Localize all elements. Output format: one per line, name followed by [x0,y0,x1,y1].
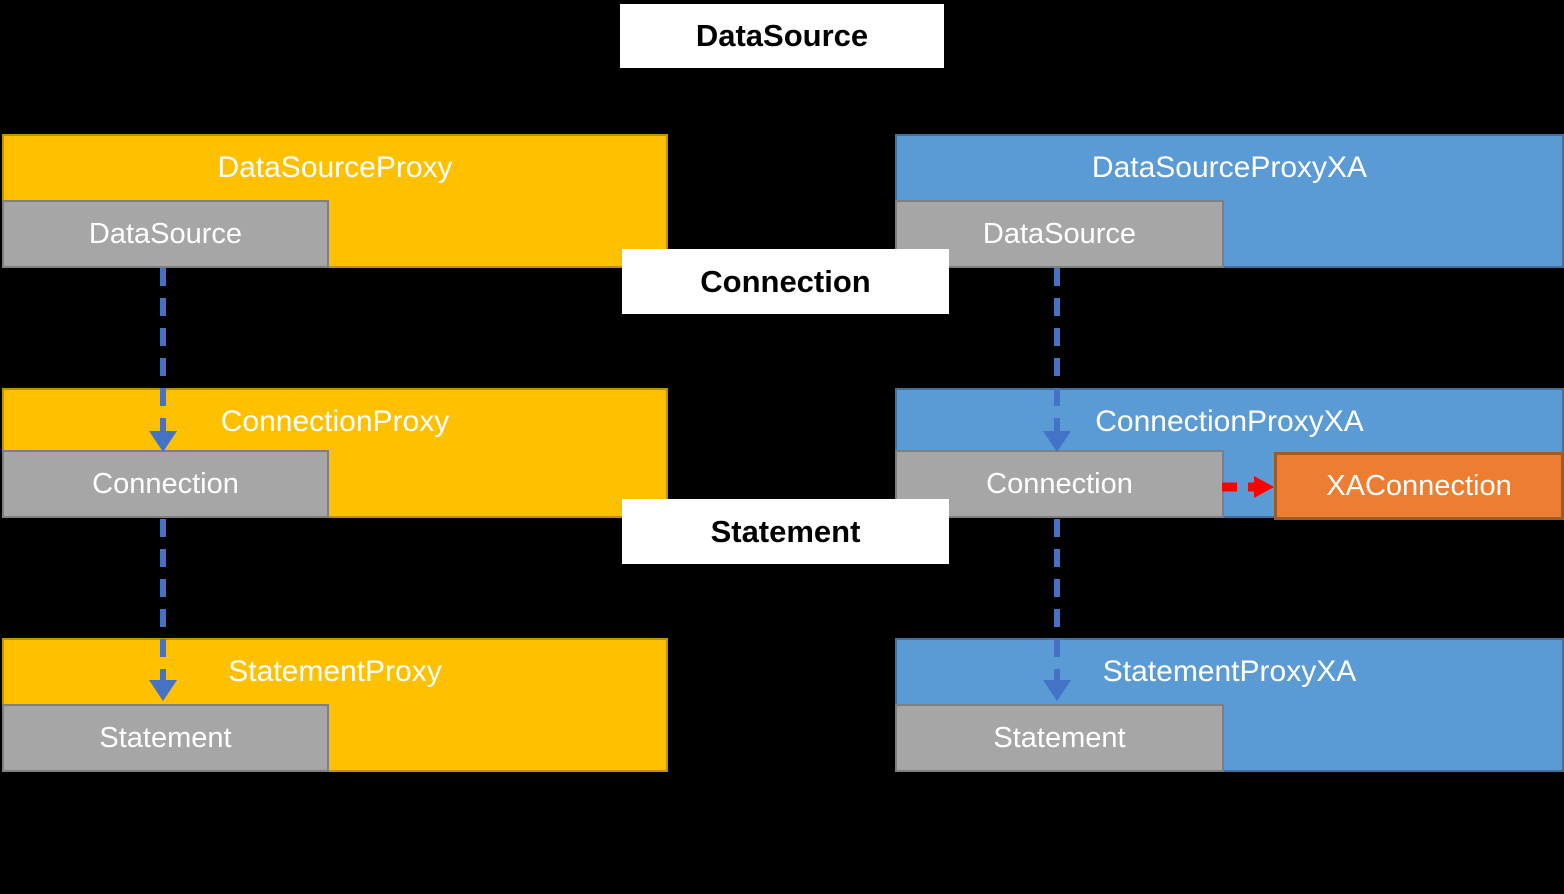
box-datasource-proxy: DataSourceProxy DataSource [2,134,668,268]
box-statement-proxy-xa-title: StatementProxyXA [1102,655,1357,688]
arrowhead-down-icon [149,680,177,701]
inner-box-statement: Statement [2,704,329,772]
box-datasource-proxy-xa-title: DataSourceProxyXA [1091,151,1368,184]
box-statement-proxy-title: StatementProxy [228,655,442,688]
arrow-datasource-to-connection-left [149,268,177,452]
label-connection: Connection [622,249,949,314]
inner-box-connection-xa: Connection [895,450,1224,518]
box-datasource-proxy-xa: DataSourceProxyXA DataSource [895,134,1564,268]
box-connection-proxy-title: ConnectionProxy [220,405,450,438]
dashed-line [160,519,166,687]
label-statement: Statement [622,499,949,564]
arrow-connection-to-statement-right [1043,519,1071,701]
dashed-line [1222,482,1258,492]
dashed-line [1054,519,1060,687]
inner-box-statement-xa: Statement [895,704,1224,772]
arrow-connection-to-statement-left [149,519,177,701]
arrowhead-down-icon [1043,431,1071,452]
arrowhead-right-icon [1254,476,1274,498]
inner-box-datasource-xa: DataSource [895,200,1224,268]
dashed-line [160,268,166,438]
inner-box-datasource: DataSource [2,200,329,268]
inner-box-connection: Connection [2,450,329,518]
arrowhead-down-icon [149,431,177,452]
box-statement-proxy: StatementProxy Statement [2,638,668,772]
box-connection-proxy-xa-title: ConnectionProxyXA [1095,405,1364,438]
box-statement-proxy-xa: StatementProxyXA Statement [895,638,1564,772]
box-connection-proxy: ConnectionProxy Connection [2,388,668,518]
box-datasource-proxy-title: DataSourceProxy [217,151,453,184]
label-datasource: DataSource [620,4,944,68]
box-xaconnection: XAConnection [1274,452,1564,520]
arrowhead-down-icon [1043,680,1071,701]
arrow-datasource-to-connection-right [1043,268,1071,452]
dashed-line [1054,268,1060,438]
arrow-connection-to-xaconnection [1222,476,1274,498]
